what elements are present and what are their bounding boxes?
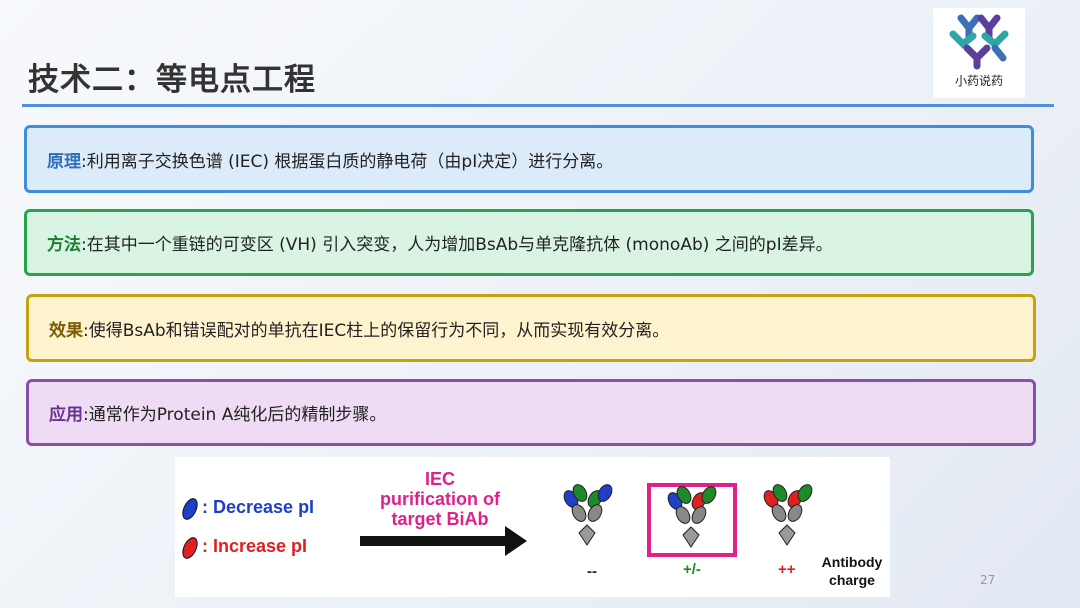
antibody-charge-caption: Antibody charge: [815, 553, 889, 589]
antibody-plus-icon: [763, 484, 813, 546]
charge-mixed-label: +/-: [683, 561, 701, 578]
title-underline: [22, 104, 1054, 107]
method-text: :在其中一个重链的可变区 (VH) 引入突变，人为增加BsAb与单克隆抗体 (m…: [81, 235, 833, 255]
legend-increase-pi: : Increase pI: [202, 536, 308, 556]
logo-text: 小药说药: [954, 74, 1003, 88]
page-number: 27: [980, 573, 996, 587]
principle-label: 原理: [47, 151, 81, 172]
target-highlight-frame: [647, 483, 737, 557]
effect-text: :使得BsAb和错误配对的单抗在IEC柱上的保留行为不同，从而实现有效分离。: [83, 320, 670, 341]
increase-pi-ellipse-icon: [182, 537, 198, 559]
application-text: :通常作为Protein A纯化后的精制步骤。: [83, 405, 387, 425]
method-label: 方法: [47, 235, 81, 255]
charge-plus-label: ++: [778, 561, 796, 578]
figure-graphics: [182, 483, 813, 559]
antibody-charge-line1: Antibody: [821, 554, 883, 570]
iec-caption-line2: purification of: [380, 489, 500, 509]
iec-caption-line1: IEC: [424, 469, 455, 489]
iec-caption-line3: target BiAb: [391, 509, 489, 529]
logo-mark-icon: [949, 14, 1009, 70]
iec-caption: IEC purification of target BiAb: [361, 469, 519, 529]
logo: 小药说药: [933, 8, 1025, 98]
iec-figure: : Decrease pI : Increase pI IEC purifica…: [175, 457, 890, 597]
antibody-mixed-icon: [667, 486, 717, 548]
legend-decrease-pi: : Decrease pI: [202, 497, 315, 517]
antibody-charge-line2: charge: [829, 572, 875, 588]
principle-box: 原理 :利用离子交换色谱 (IEC) 根据蛋白质的静电荷（由pI决定）进行分离。: [24, 125, 1034, 193]
charge-minus-label: --: [587, 563, 597, 580]
antibody-minus-icon: [563, 484, 613, 546]
application-box: 应用 :通常作为Protein A纯化后的精制步骤。: [26, 379, 1036, 446]
method-box: 方法 :在其中一个重链的可变区 (VH) 引入突变，人为增加BsAb与单克隆抗体…: [24, 209, 1034, 276]
purification-arrow-icon: [360, 526, 527, 556]
effect-label: 效果: [49, 320, 83, 341]
principle-text: :利用离子交换色谱 (IEC) 根据蛋白质的静电荷（由pI决定）进行分离。: [81, 151, 614, 172]
decrease-pi-ellipse-icon: [182, 498, 198, 520]
application-label: 应用: [49, 405, 83, 425]
effect-box: 效果 :使得BsAb和错误配对的单抗在IEC柱上的保留行为不同，从而实现有效分离…: [26, 294, 1036, 362]
slide-title: 技术二：等电点工程: [28, 62, 316, 98]
